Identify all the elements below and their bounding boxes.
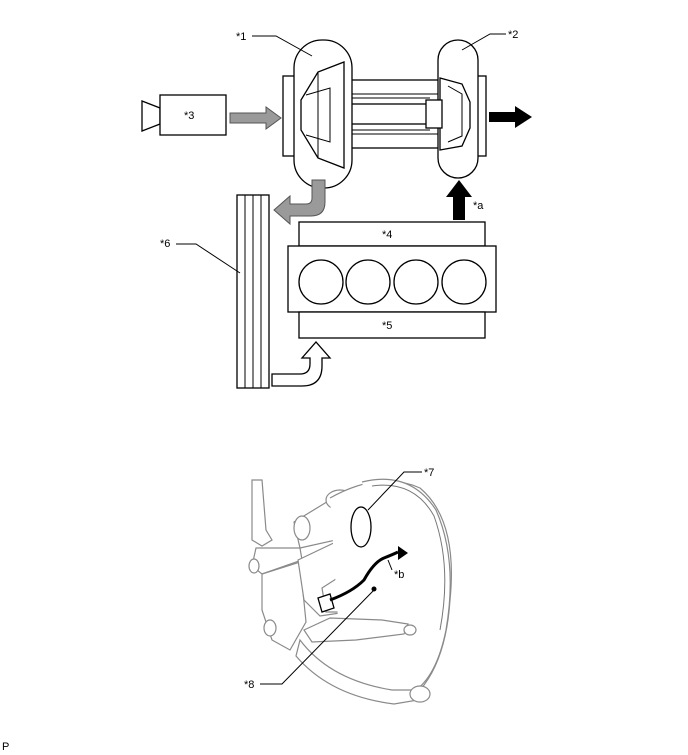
turbine (425, 39, 487, 179)
label-a: *a (473, 200, 484, 212)
label-1: *1 (236, 31, 246, 43)
compressed-air-arrow (273, 179, 326, 226)
label-3: *3 (184, 110, 194, 122)
air-cleaner (141, 94, 227, 136)
exhaust-manifold (298, 221, 486, 247)
cylinder-2 (345, 259, 391, 305)
label-7: *7 (424, 467, 434, 479)
shaft-housing (342, 79, 440, 149)
charged-air-arrow (271, 341, 332, 387)
label-2: *2 (508, 29, 518, 41)
intake-air-arrow (229, 106, 282, 130)
intercooler (236, 194, 270, 389)
component-illustration (248, 478, 452, 705)
cylinder-1 (298, 259, 344, 305)
engine (287, 221, 497, 339)
label-6: *6 (160, 238, 170, 250)
label-8: *8 (244, 679, 254, 691)
cylinder-4 (441, 259, 487, 305)
compressor (282, 39, 353, 189)
corner-code: P (2, 741, 9, 753)
exhaust-up-arrow (446, 180, 472, 220)
label-5: *5 (382, 320, 392, 332)
exhaust-out-arrow (489, 106, 532, 128)
cylinder-3 (393, 259, 439, 305)
label-4: *4 (382, 229, 392, 241)
label-b: *b (394, 569, 404, 581)
intake-manifold (298, 311, 486, 339)
